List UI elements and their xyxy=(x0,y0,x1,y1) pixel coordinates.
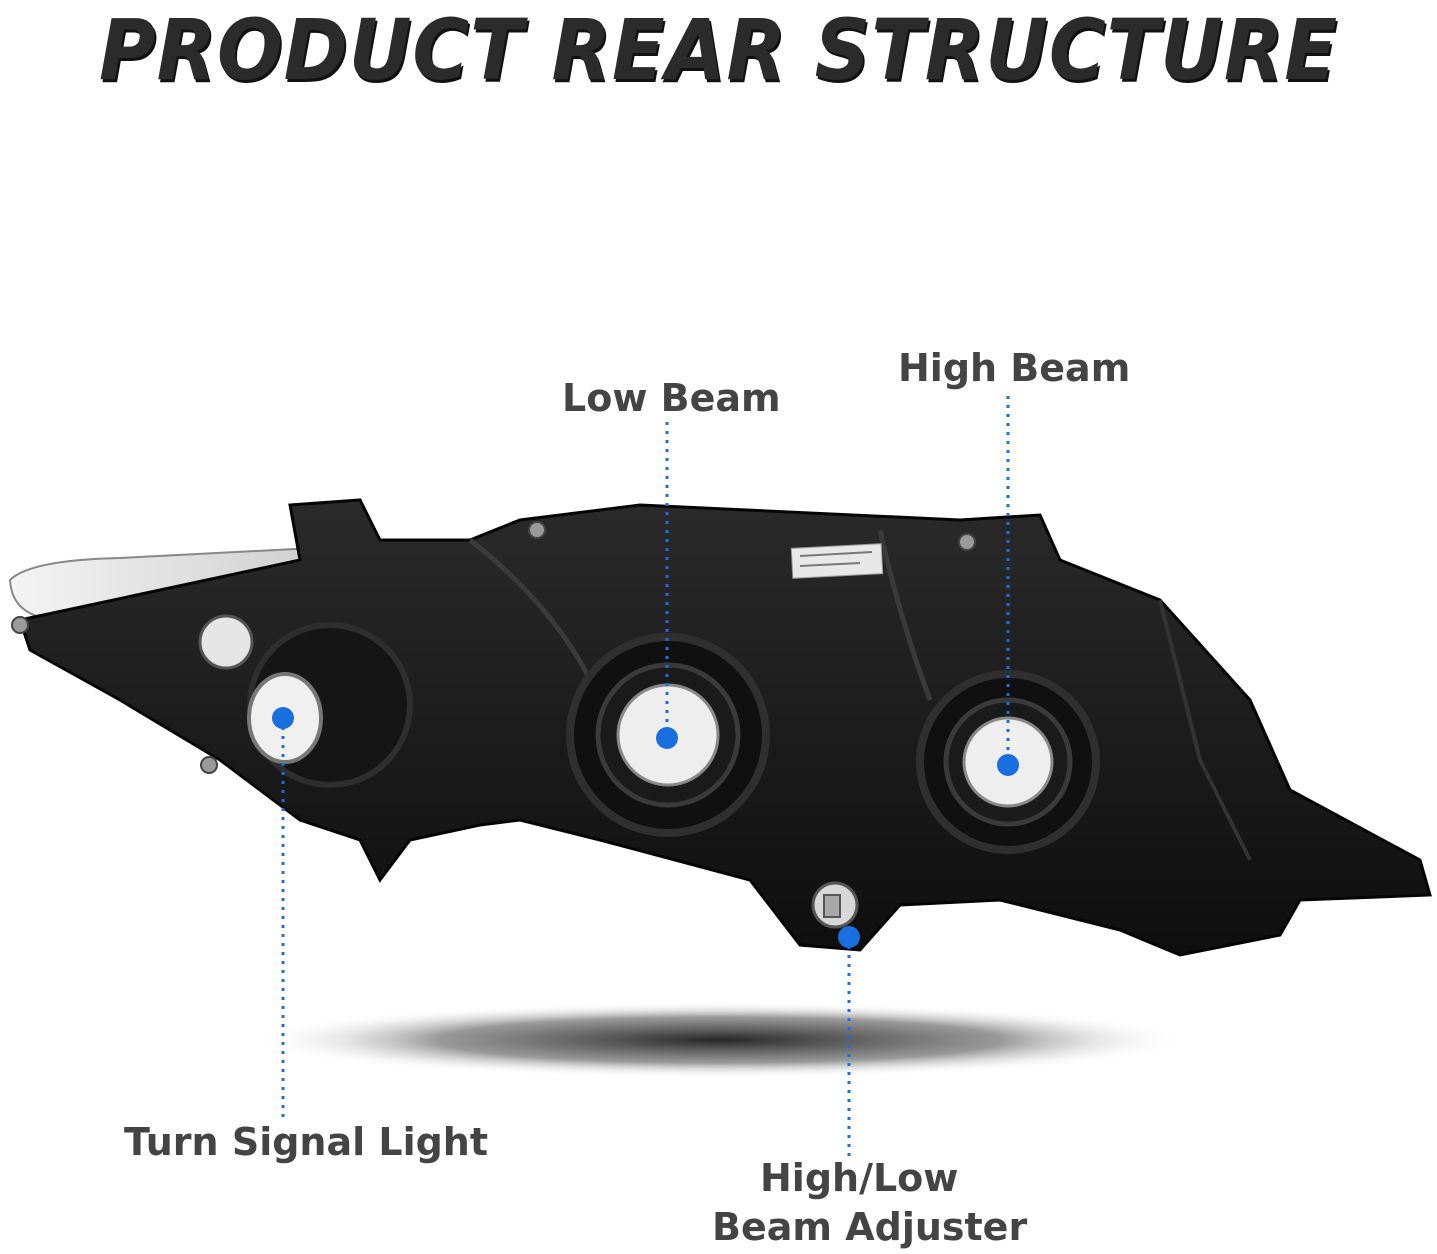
marker-dot-icon xyxy=(656,727,678,749)
housing-ridge xyxy=(877,529,933,701)
screw-icon xyxy=(958,533,976,551)
floor-shadow xyxy=(250,1002,1190,1078)
page-title: PRODUCT REAR STRUCTURE xyxy=(99,1,1338,99)
callout-label-turn-signal: Turn Signal Light xyxy=(124,1120,489,1164)
beam-adjuster-gear xyxy=(811,881,859,929)
screw-icon xyxy=(528,521,546,539)
product-sticker xyxy=(790,543,884,579)
callout-label-high-beam: High Beam xyxy=(898,346,1131,390)
screw-icon xyxy=(200,756,218,774)
marker-dot-icon xyxy=(997,754,1019,776)
screw-icon xyxy=(11,616,29,634)
marker-dot-icon xyxy=(838,926,860,948)
callout-label-low-beam: Low Beam xyxy=(562,376,781,420)
marker-dot-icon xyxy=(272,707,294,729)
vent-cap xyxy=(198,614,254,670)
callout-label-adjuster-line2: Beam Adjuster xyxy=(712,1205,1028,1249)
turn-signal-socket xyxy=(247,622,413,788)
housing-ridge xyxy=(1158,599,1252,861)
callout-label-adjuster-line1: High/Low xyxy=(760,1156,959,1200)
